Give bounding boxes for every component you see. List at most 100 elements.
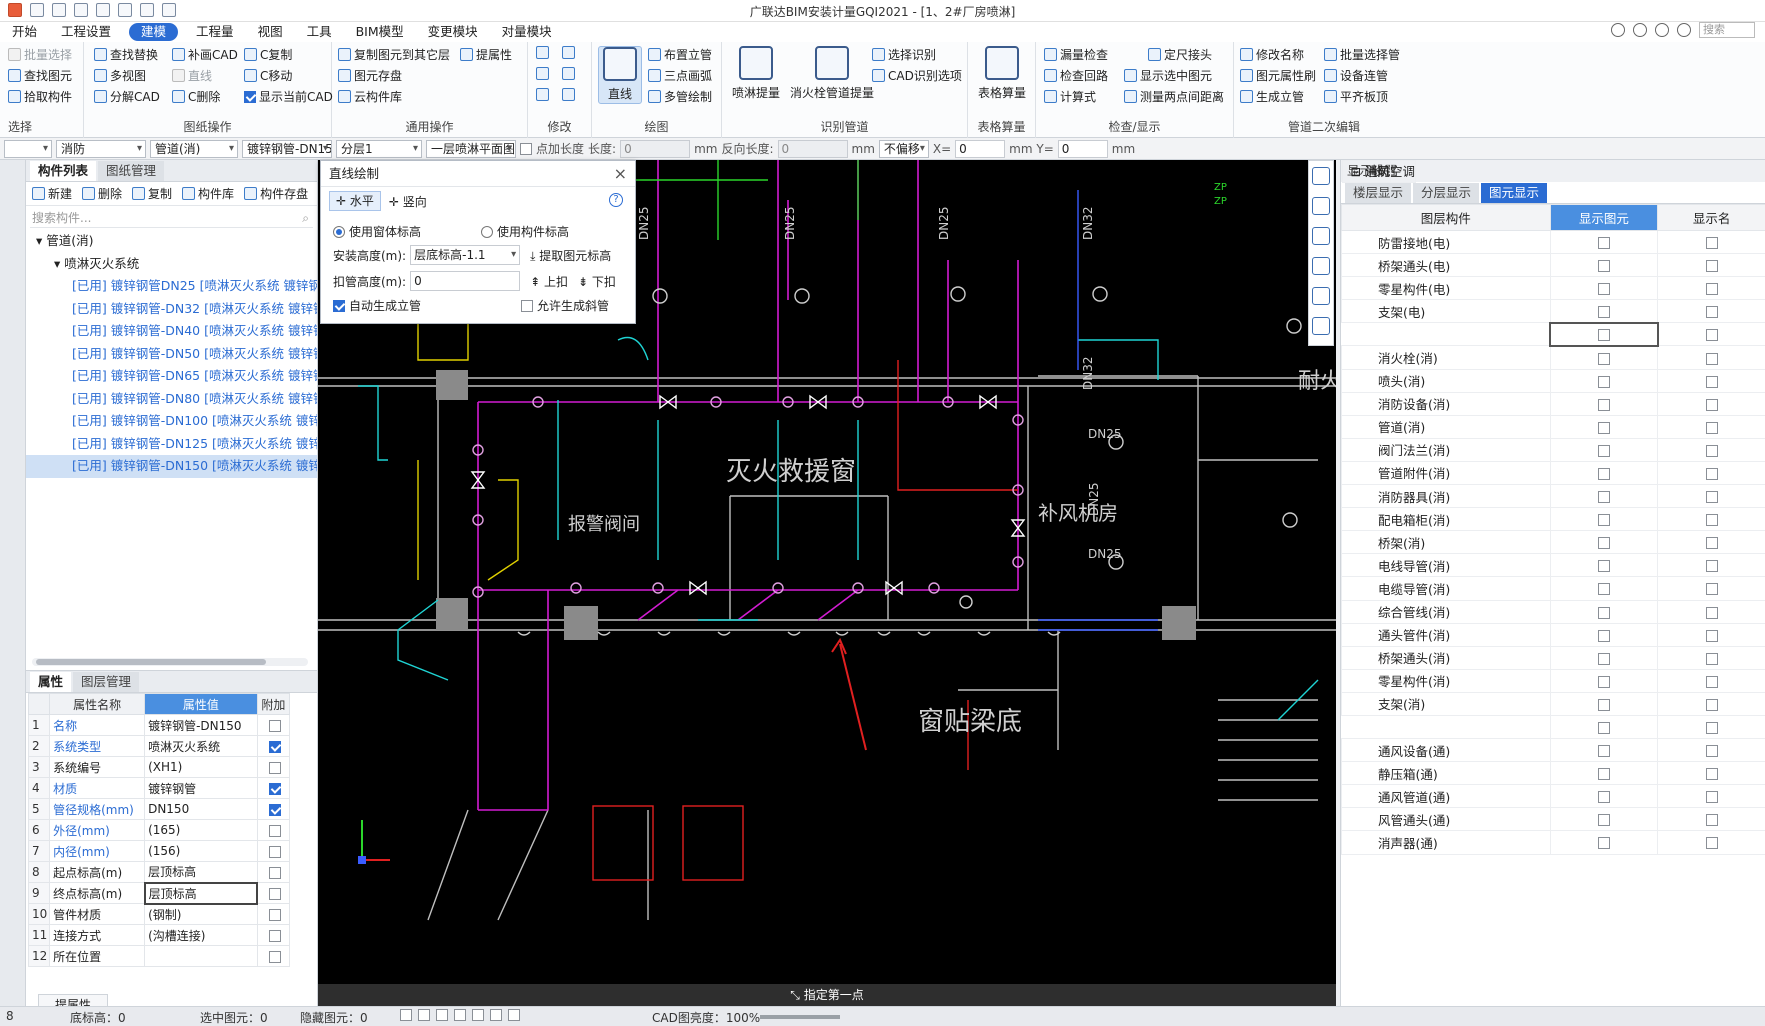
view-rotate-icon[interactable] <box>1312 287 1330 305</box>
tab-6[interactable]: BIM模型 <box>355 24 404 39</box>
show-name-checkbox[interactable] <box>1705 722 1718 735</box>
show-element-checkbox[interactable] <box>1597 606 1610 619</box>
snap-tool-4[interactable] <box>454 1009 466 1021</box>
tree-group[interactable]: ▾ 管道(消) <box>26 230 317 253</box>
show-name-checkbox[interactable] <box>1705 375 1718 388</box>
batch-select-pipe-button[interactable]: 批量选择管 <box>1324 46 1400 63</box>
offset-select[interactable]: 不偏移 <box>878 139 929 158</box>
show-element-checkbox[interactable] <box>1597 583 1610 596</box>
tab-3[interactable]: 工程量 <box>196 24 234 39</box>
tree-item[interactable]: [已用] 镀锌钢管-DN100 [喷淋灭火系统 镀锌钢管 <box>26 410 317 433</box>
show-element-checkbox[interactable] <box>1597 491 1610 504</box>
snap-tool-2[interactable] <box>418 1009 430 1021</box>
scrollbar-thumb[interactable] <box>36 659 266 665</box>
modify-tool-3[interactable] <box>536 67 549 80</box>
pick-height-button[interactable]: ⤓ 提取图元标高 <box>530 248 612 263</box>
multi-pipe-draw-button[interactable]: 多管绘制 <box>648 88 712 105</box>
layer-row[interactable]: 防雷接地(电) <box>1341 229 1765 255</box>
attr-value[interactable]: 镀锌钢管-DN150 <box>144 714 258 736</box>
show-element-checkbox[interactable] <box>1597 306 1610 319</box>
show-name-checkbox[interactable] <box>1705 491 1718 504</box>
group-label-drawing-ops[interactable]: 图纸操作 <box>183 120 232 134</box>
attr-addon-checkbox[interactable] <box>268 950 281 963</box>
group-label-pipe-edit[interactable]: 管道二次编辑 <box>1287 120 1360 134</box>
show-name-checkbox[interactable] <box>1705 444 1718 457</box>
skin-icon[interactable] <box>1677 23 1691 37</box>
tree-item[interactable]: [已用] 镀锌钢管-DN125 [喷淋灭火系统 镀锌钢管 <box>26 433 317 456</box>
layer-row[interactable]: 静压箱(通) <box>1341 761 1765 786</box>
tree-group[interactable]: ▾ 喷淋灭火系统 <box>26 253 317 276</box>
specialty-select[interactable]: 消防 <box>56 139 146 158</box>
component-select[interactable]: 镀锌钢管-DN15 <box>242 139 332 158</box>
show-name-checkbox[interactable] <box>1705 467 1718 480</box>
point-length-checkbox[interactable] <box>520 142 532 155</box>
auto-riser-checkbox[interactable] <box>333 299 345 312</box>
layer-row[interactable]: 消声器(通) <box>1341 830 1765 855</box>
attr-value[interactable]: (XH1) <box>144 756 258 778</box>
line-draw-button[interactable]: 直线 <box>598 46 642 104</box>
new-component-button[interactable]: 新建 <box>32 185 72 202</box>
length-input[interactable]: 0 <box>620 139 691 158</box>
layer-row[interactable]: 通风设备(通) <box>1341 738 1765 763</box>
missing-check-button[interactable]: 漏量检查 <box>1044 46 1108 63</box>
show-element-checkbox[interactable] <box>1597 837 1610 850</box>
three-point-arc-button[interactable]: 三点画弧 <box>648 67 712 84</box>
show-name-checkbox[interactable] <box>1705 352 1718 365</box>
layer-select[interactable]: 分层1 <box>336 139 422 158</box>
show-name-checkbox[interactable] <box>1705 329 1718 342</box>
show-name-checkbox[interactable] <box>1705 629 1718 642</box>
sprinkler-quantity-button[interactable]: 喷淋提量 <box>728 46 784 104</box>
tab-2[interactable]: 建模 <box>129 23 179 41</box>
show-element-checkbox[interactable] <box>1597 814 1610 827</box>
close-icon[interactable]: × <box>613 164 627 183</box>
show-element-checkbox[interactable] <box>1597 467 1610 480</box>
undo-icon[interactable] <box>96 3 110 17</box>
save-icon[interactable] <box>74 3 88 17</box>
settings-icon[interactable] <box>1611 23 1625 37</box>
layer-row[interactable]: 通风管道(通) <box>1341 784 1765 809</box>
tab-0[interactable]: 开始 <box>12 24 38 39</box>
layer-row[interactable]: 电线导管(消) <box>1341 553 1765 578</box>
layer-row[interactable]: 桥架通头(电) <box>1341 253 1765 278</box>
group-label-check[interactable]: 检查/显示 <box>1108 120 1161 134</box>
group-label-general[interactable]: 通用操作 <box>405 120 454 134</box>
delete-component-button[interactable]: 删除 <box>82 185 122 202</box>
layer-row[interactable]: 零星构件(电) <box>1341 276 1765 301</box>
use-component-height-option[interactable]: 使用构件标高 <box>481 223 569 240</box>
collapse-icon[interactable]: ⊟ <box>1350 164 1365 179</box>
layer-row[interactable]: 支架(电) <box>1341 299 1765 324</box>
snap-tool-1[interactable] <box>400 1009 412 1021</box>
tab-attributes[interactable]: 属性 <box>30 672 72 692</box>
table-calc-button[interactable]: 表格算量 <box>976 46 1028 104</box>
tab-5[interactable]: 工具 <box>306 24 332 39</box>
show-element-checkbox[interactable] <box>1597 514 1610 527</box>
align-slab-top-button[interactable]: 平齐板顶 <box>1324 88 1388 105</box>
show-name-checkbox[interactable] <box>1705 537 1718 550</box>
use-form-height-option[interactable]: 使用窗体标高 <box>333 223 421 240</box>
select-recognize-button[interactable]: 选择识别 <box>872 46 936 63</box>
layer-row[interactable]: 消火栓(消) <box>1341 345 1765 370</box>
layer-row[interactable]: ⊟ 消防 <box>1341 160 1765 347</box>
layer-row[interactable]: 风管通头(通) <box>1341 807 1765 832</box>
group-label-select[interactable]: 选择 <box>8 120 33 134</box>
show-current-cad-toggle[interactable]: 显示当前CAD <box>244 88 333 105</box>
device-connect-button[interactable]: 设备连管 <box>1324 67 1388 84</box>
tree-item[interactable]: [已用] 镀锌钢管-DN80 [喷淋灭火系统 镀锌钢管 <box>26 388 317 411</box>
show-element-checkbox[interactable] <box>1597 745 1610 758</box>
cloud-library-button[interactable]: 云构件库 <box>338 88 402 105</box>
use-component-height-radio[interactable] <box>481 225 493 238</box>
snap-tool-7[interactable] <box>508 1009 520 1021</box>
show-element-checkbox[interactable] <box>1597 791 1610 804</box>
show-name-checkbox[interactable] <box>1705 652 1718 665</box>
generate-riser-button[interactable]: 生成立管 <box>1240 88 1304 105</box>
use-form-height-radio[interactable] <box>333 225 345 238</box>
show-selected-button[interactable]: 显示选中图元 <box>1124 67 1212 84</box>
attr-value[interactable]: 层顶标高 <box>144 861 258 883</box>
layer-row[interactable]: 喷头(消) <box>1341 368 1765 393</box>
tab-drawing-manage[interactable]: 图纸管理 <box>98 161 165 181</box>
new-file-icon[interactable] <box>30 3 44 17</box>
group-label-modify[interactable]: 修改 <box>547 120 572 134</box>
tree-item[interactable]: [已用] 镀锌钢管-DN40 [喷淋灭火系统 镀锌钢管 <box>26 320 317 343</box>
